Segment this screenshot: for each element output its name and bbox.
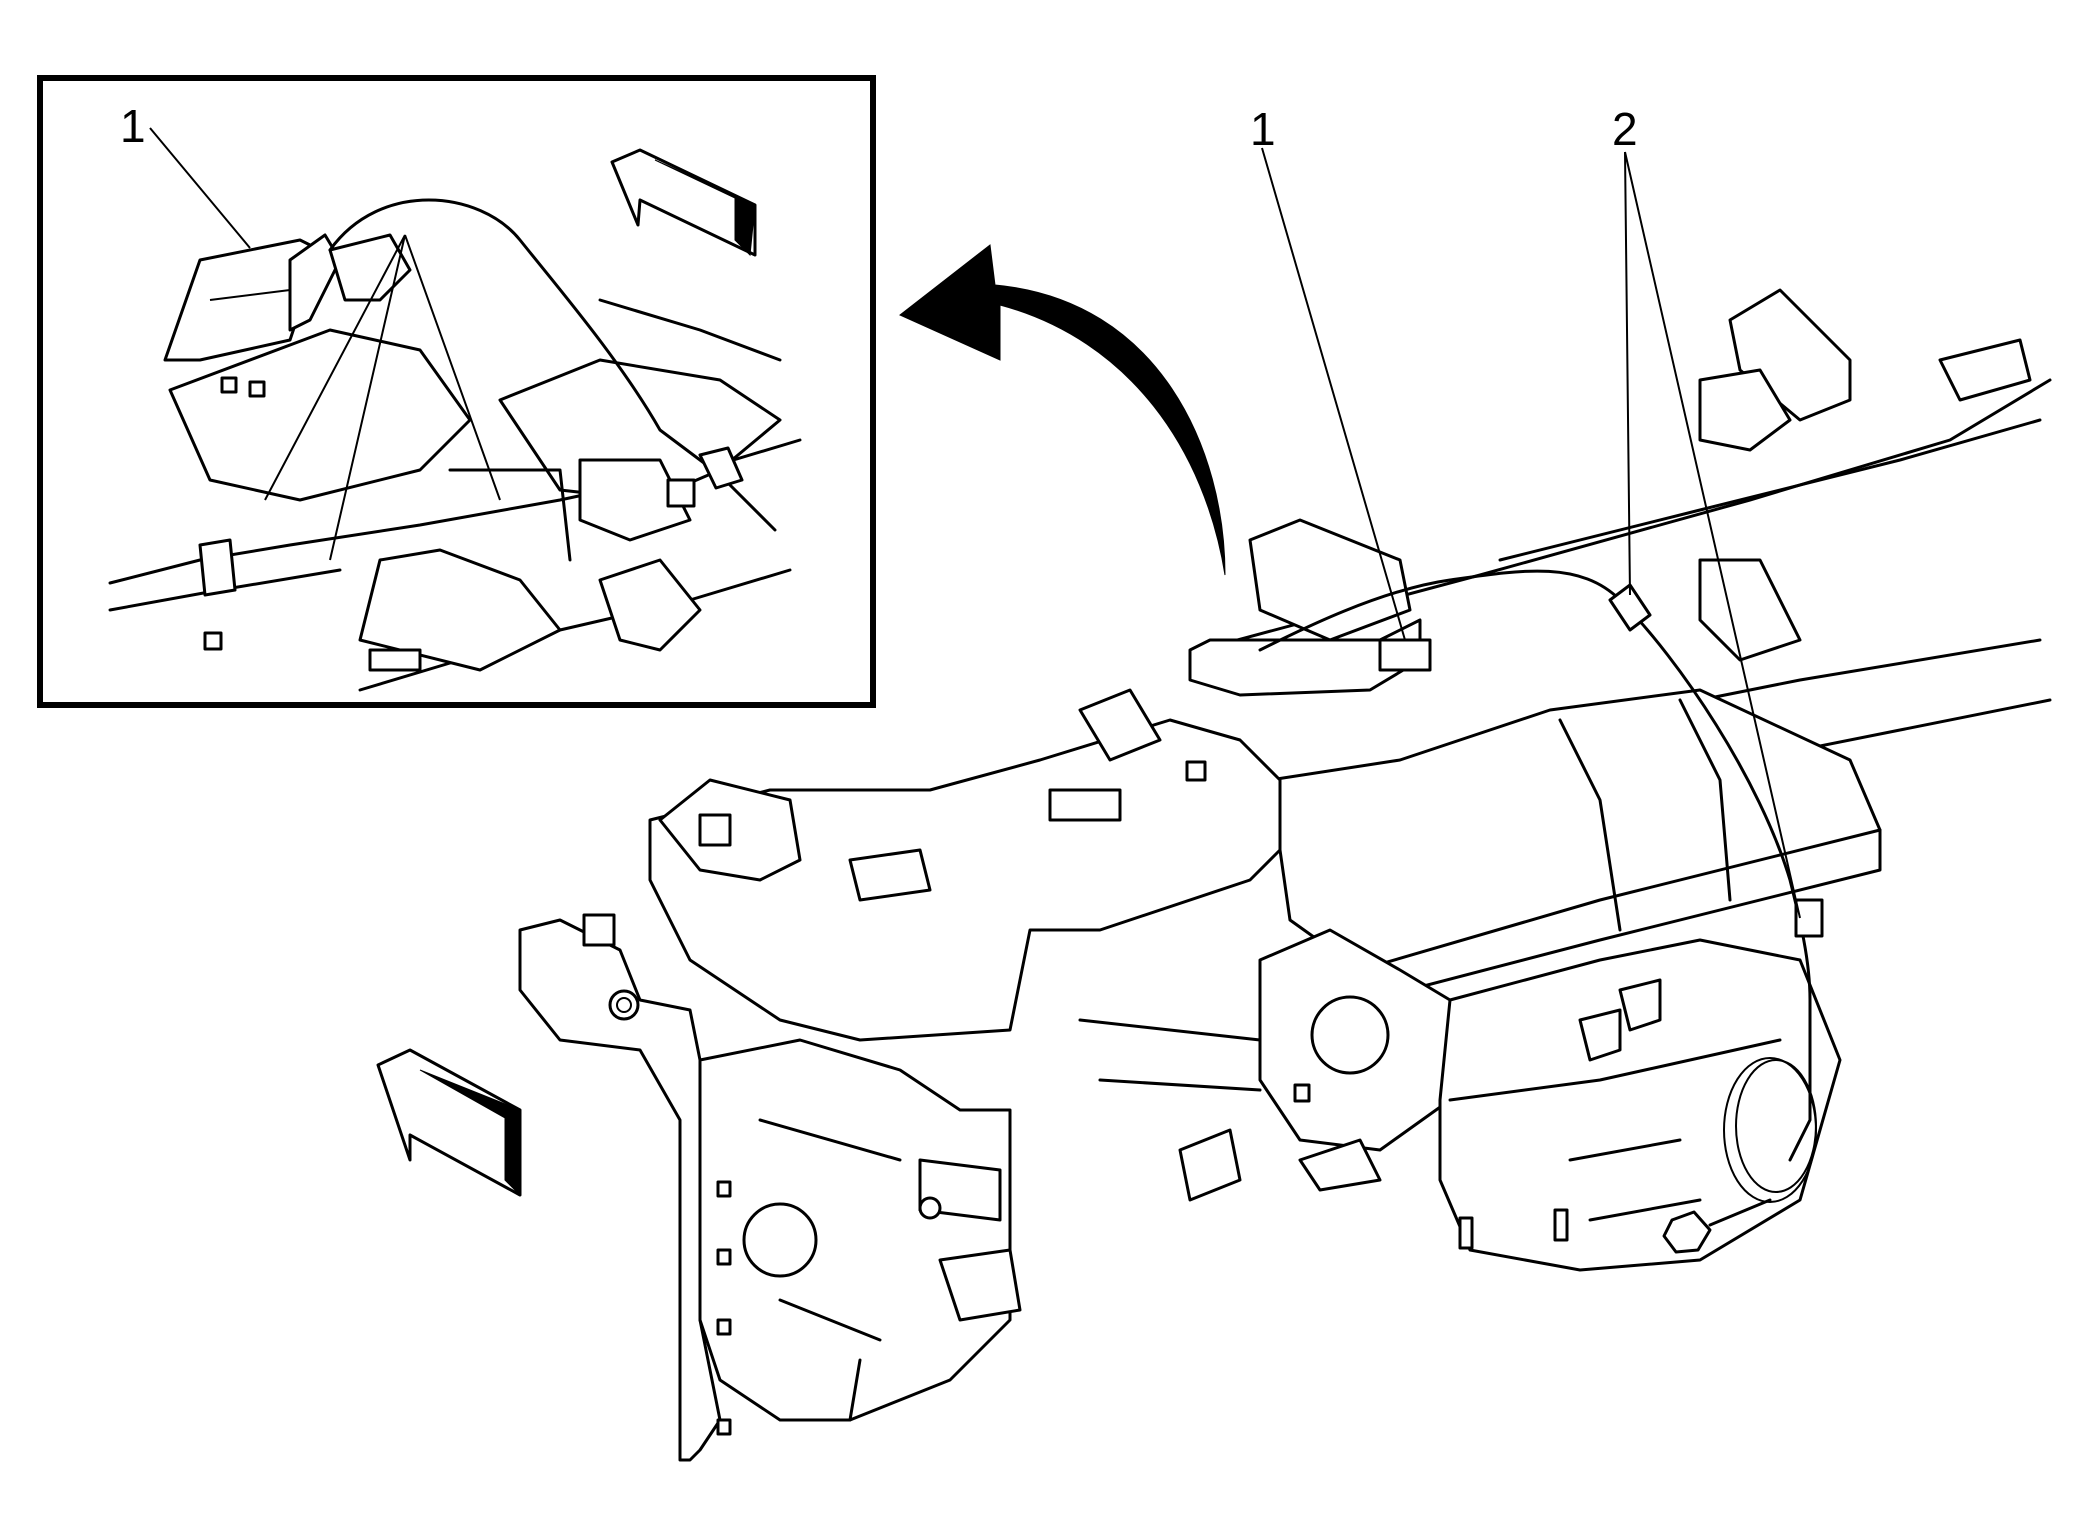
right-lower-structure: [1438, 938, 1842, 1272]
steering-support-box: [1268, 688, 1882, 972]
left-end-bracket: [518, 918, 722, 1462]
inset-leader-lines: [149, 127, 501, 561]
right-end-bracket: [1728, 288, 1852, 422]
main-leader-lines: [1261, 147, 1801, 919]
callout-inset-1: 1: [120, 100, 146, 152]
lower-left-structure: [698, 1038, 1012, 1422]
cable-clip: [1794, 898, 1824, 938]
inset-bracket: [163, 233, 412, 398]
left-panel-carrier: [648, 718, 1282, 1042]
inline-connector: [1608, 583, 1652, 632]
inset-antenna-cable: [328, 198, 777, 532]
cable-nut: [1662, 1210, 1712, 1254]
inset-detail-view: 1: [37, 75, 876, 708]
callout-main-2: 2: [1612, 103, 1638, 155]
front-arrow-main: [376, 1048, 522, 1197]
callout-main-1: 1: [1250, 103, 1276, 155]
front-arrow-inset: [610, 148, 757, 257]
detail-curved-arrow: [899, 244, 1226, 576]
main-instrument-panel: 1 2: [376, 103, 2052, 1462]
inset-carrier-beam: [108, 298, 802, 692]
